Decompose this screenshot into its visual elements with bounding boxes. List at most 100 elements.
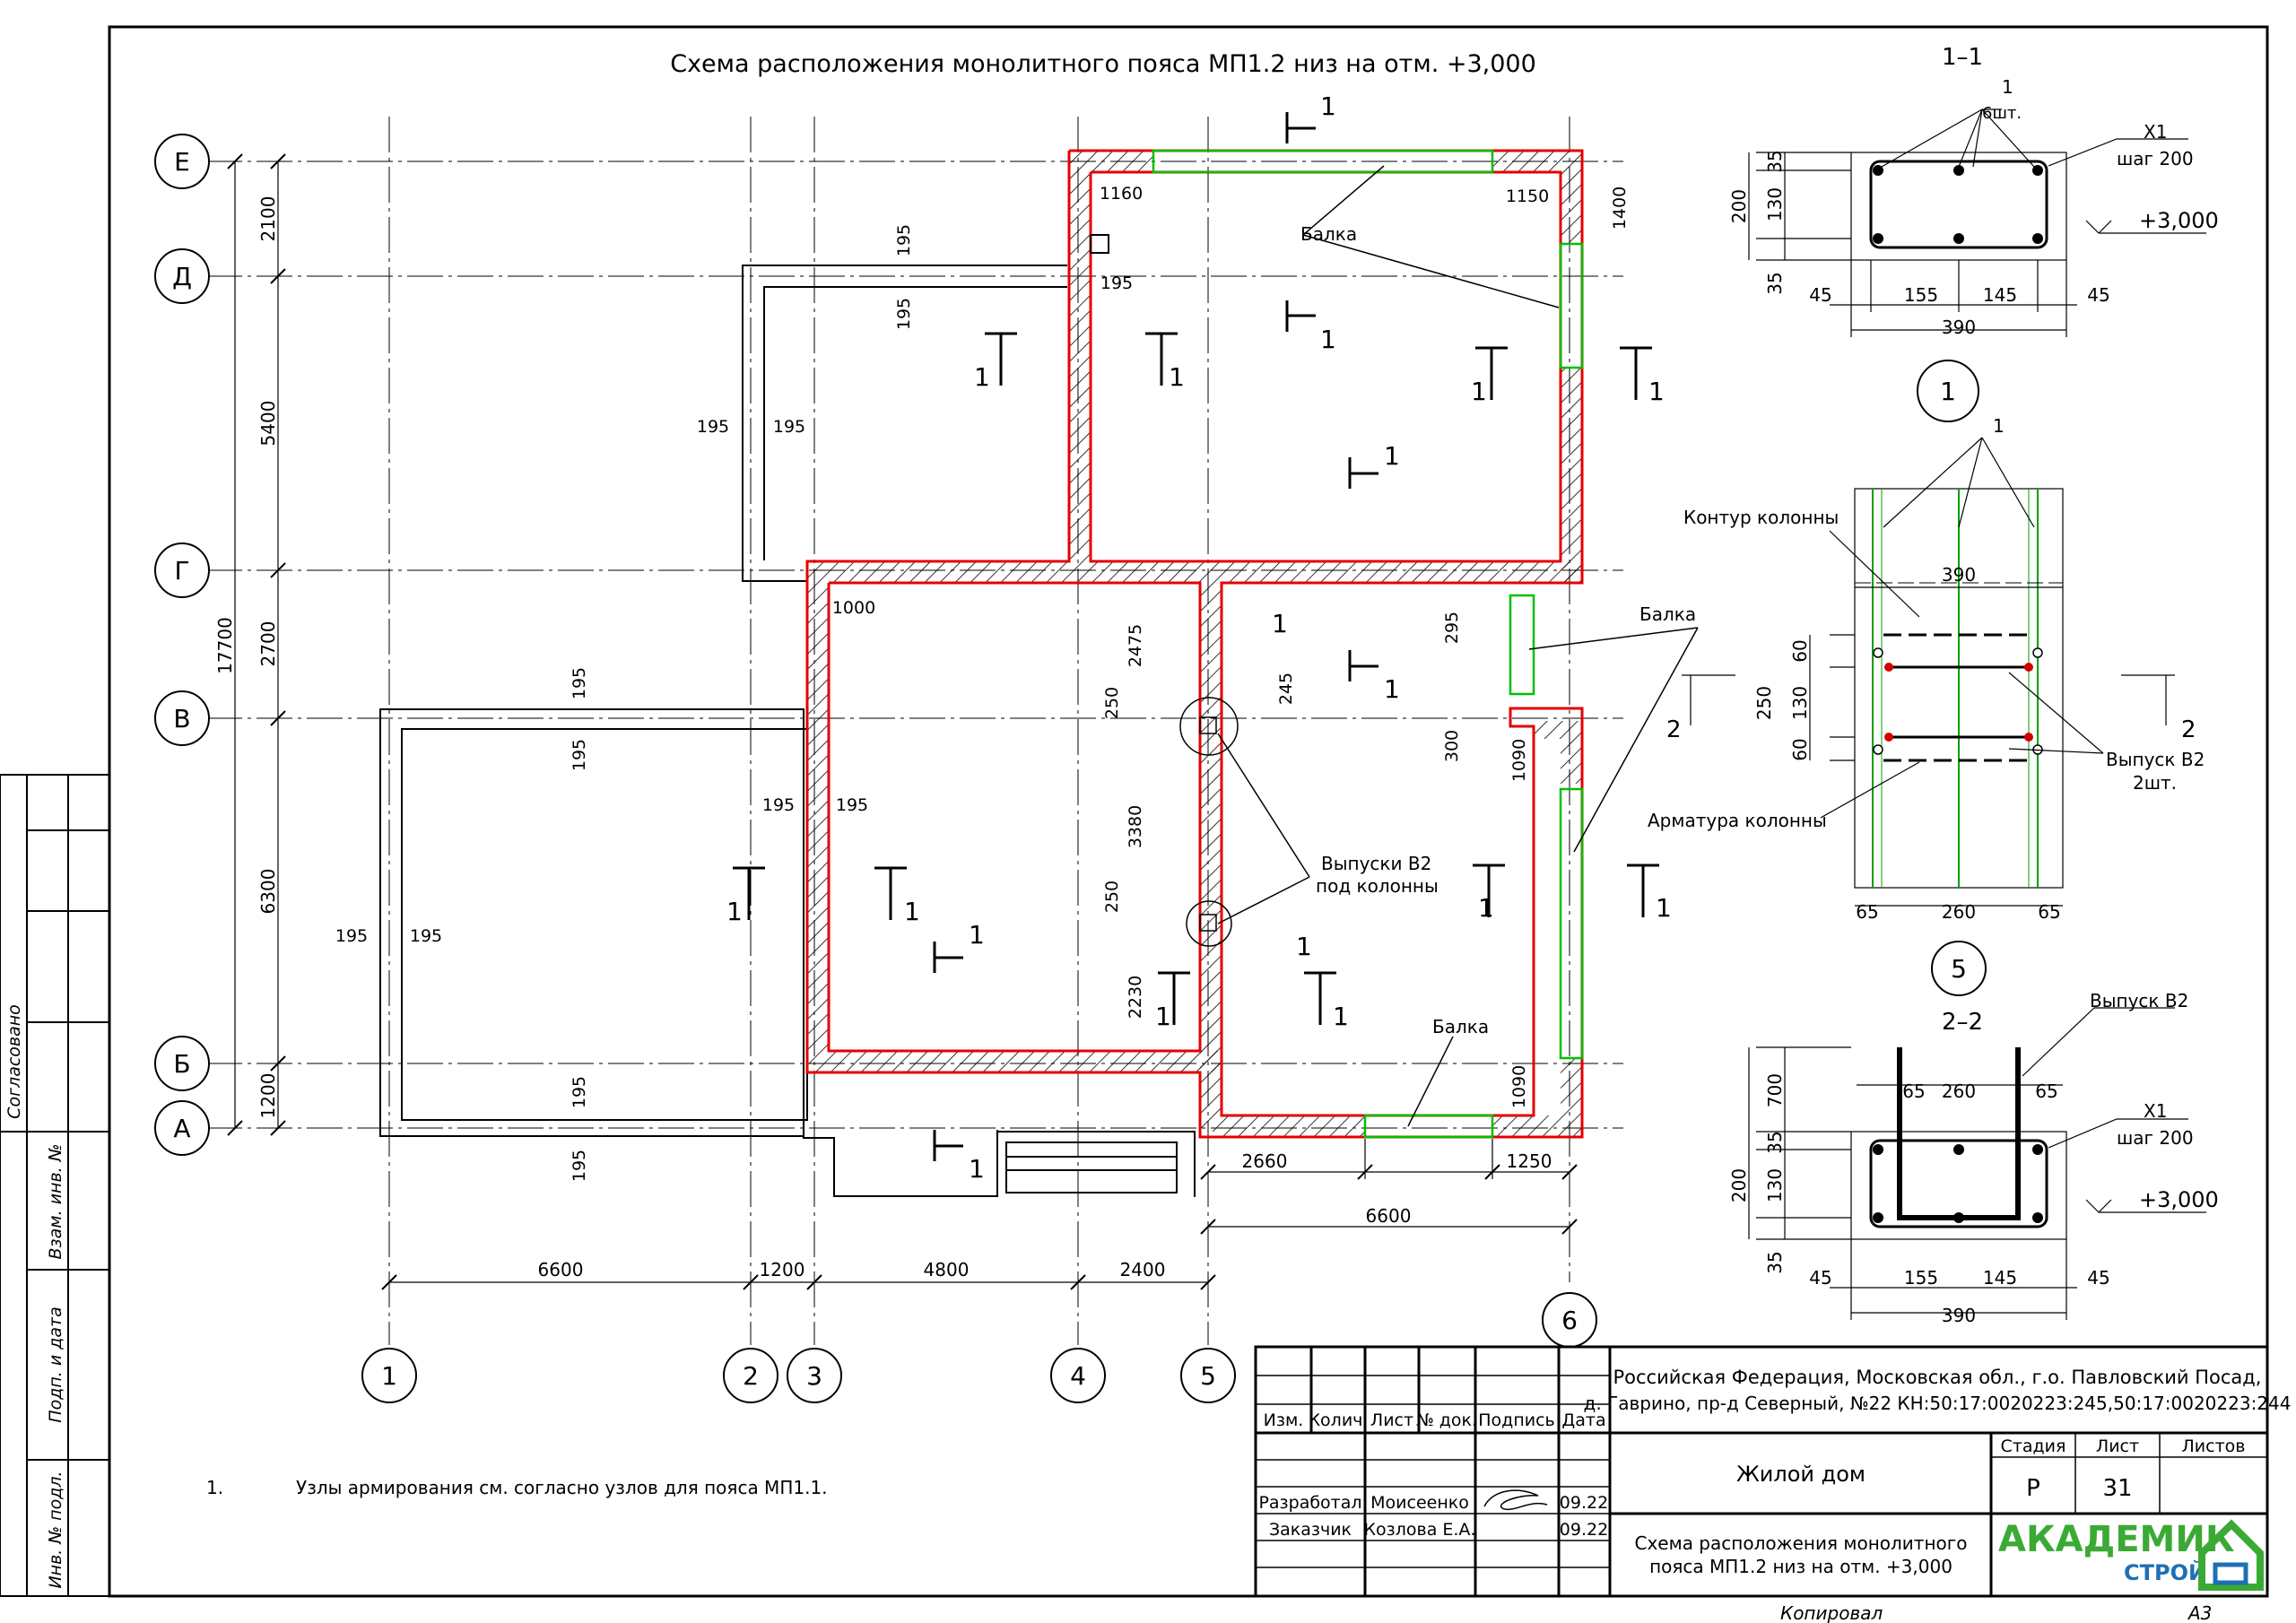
cut-num: 1 [1384,674,1400,704]
cut-num: 1 [1169,362,1185,392]
logo-house-inner [2213,1562,2248,1585]
axis-bubble-4 [1050,1348,1106,1403]
balka-label: Балка [1639,603,1696,625]
cut-num: 1 [969,920,985,950]
cut-num: 1 [1384,441,1400,471]
dim-1250: 1250 [1507,1150,1552,1172]
section-2-2-title: 2–2 [1942,1009,1983,1036]
dim-1200: 1200 [257,1073,279,1119]
dim-2230: 2230 [1126,976,1145,1019]
axis-label-D: Д [172,262,192,291]
dim-300: 300 [1442,730,1462,762]
title-block-header: Изм. Колич. Лист № док. Подпись Дата [1264,1410,1606,1430]
cut-num: 1 [1471,377,1487,406]
dim-1200-bottom: 1200 [760,1259,805,1280]
dim-4800-bottom: 4800 [924,1259,970,1280]
axis-bubble-1 [361,1348,417,1403]
column-outline-lower [1199,914,1217,932]
tb-hdr-sign: Подпись [1478,1410,1554,1430]
logo-house-icon [2198,1519,2264,1591]
dim-1090: 1090 [1509,739,1529,782]
tb-hdr-izm: Изм. [1264,1410,1304,1430]
pos-1-detail: 1 [1993,415,2005,437]
tb-hdr-list: Лист [1370,1410,1413,1430]
dim-3380: 3380 [1126,805,1145,848]
dim-65: 65 [2038,901,2060,923]
column-outline-upper [1199,716,1217,734]
dim-145: 145 [1983,1267,2017,1289]
dim-6300: 6300 [257,869,279,915]
dim-195: 195 [570,1076,589,1108]
tb-sheet: 31 [2102,1475,2132,1502]
elevation-mark: +3,000 [2139,208,2219,233]
small-column [1090,234,1109,254]
dim-130-detail: 130 [1789,686,1811,720]
axis-bubble-A [154,1100,210,1156]
tb-sheet-h: Лист [2096,1436,2139,1456]
dim-65: 65 [1856,901,1878,923]
tb-date-2: 09.22 [1560,1520,1608,1540]
cut-num: 1 [1320,91,1336,121]
dim-2400-bottom: 2400 [1120,1259,1166,1280]
tb-name-2: Козлова Е.А. [1364,1520,1476,1540]
node-num: 1 [1272,609,1288,638]
cut-num: 1 [974,362,990,392]
cut-num: 1 [1656,893,1672,923]
cut-num: 1 [1648,377,1665,406]
dim-195: 195 [894,224,914,256]
row-axis-bubbles: Е Д Г В Б А [154,134,210,1156]
side-stamp [0,774,110,1597]
format-label: А3 [2187,1602,2212,1623]
tb-hdr-date: Дата [1561,1410,1605,1430]
dim-17700: 17700 [214,617,236,674]
dim-5400: 5400 [257,401,279,447]
axis-bubble-D [154,248,210,304]
axis-label-G: Г [174,556,189,586]
vypuski-sub-label: под колонны [1316,875,1439,897]
dim-195: 195 [570,739,589,771]
dim-65: 65 [2035,1081,2057,1102]
dim-1150: 1150 [1506,187,1549,206]
axis-bubble-G [154,542,210,598]
dim-195: 195 [570,667,589,699]
axis-bubble-2 [723,1348,778,1403]
wall-hatching [807,151,1582,1137]
dim-155: 155 [1904,1267,1938,1289]
tb-address-1: Российская Федерация, Московская обл., г… [1613,1367,2262,1388]
belt-outline-red [805,149,1584,1139]
tb-stage: Р [2026,1475,2040,1502]
dim-65: 65 [1902,1081,1925,1102]
cut-2-left: 2 [1666,716,1682,743]
cut-num: 1 [1320,325,1336,354]
tb-role-2: Заказчик [1269,1520,1352,1540]
node-circle-lower [1186,900,1232,947]
axis-bubble-5 [1180,1348,1236,1403]
dim-2660: 2660 [1242,1150,1288,1172]
tb-role-1: Разработал [1258,1493,1361,1513]
kontur-label: Контур колонны [1683,507,1839,528]
dim-155: 155 [1904,284,1938,306]
plan-callout-texts: Балка Балка Балка Выпуски В2 под колонны [1300,223,1696,1037]
note-number: 1. [206,1477,223,1498]
dim-195: 195 [836,795,868,815]
dim-200: 200 [1728,189,1750,223]
plan-inner-dims: 1160 1150 1400 195 195 195 195 195 195 1… [335,184,1630,1182]
dim-1000: 1000 [832,598,875,618]
node-num: 1 [1296,932,1312,961]
step-label: шаг 200 [2117,148,2194,169]
col-axis-bubbles: 1 2 3 4 5 6 [361,1292,1597,1403]
axis-bubble-3 [787,1348,842,1403]
axis-label-3: 3 [806,1361,822,1391]
vypuski-label: Выпуски В2 [1321,853,1431,874]
dim-195: 195 [773,417,805,437]
axis-bubble-V [154,690,210,746]
node-col-5-label: 5 [1951,954,1967,984]
dim-250: 250 [1102,687,1122,719]
dim-700: 700 [1764,1073,1786,1107]
cut-2-right: 2 [2181,716,2196,743]
section-cut-marks [733,112,1659,1161]
tb-sheets-h: Листов [2182,1436,2246,1456]
dim-245: 245 [1276,673,1296,705]
balka-label: Балка [1432,1016,1489,1037]
dim-45: 45 [1809,1267,1831,1289]
